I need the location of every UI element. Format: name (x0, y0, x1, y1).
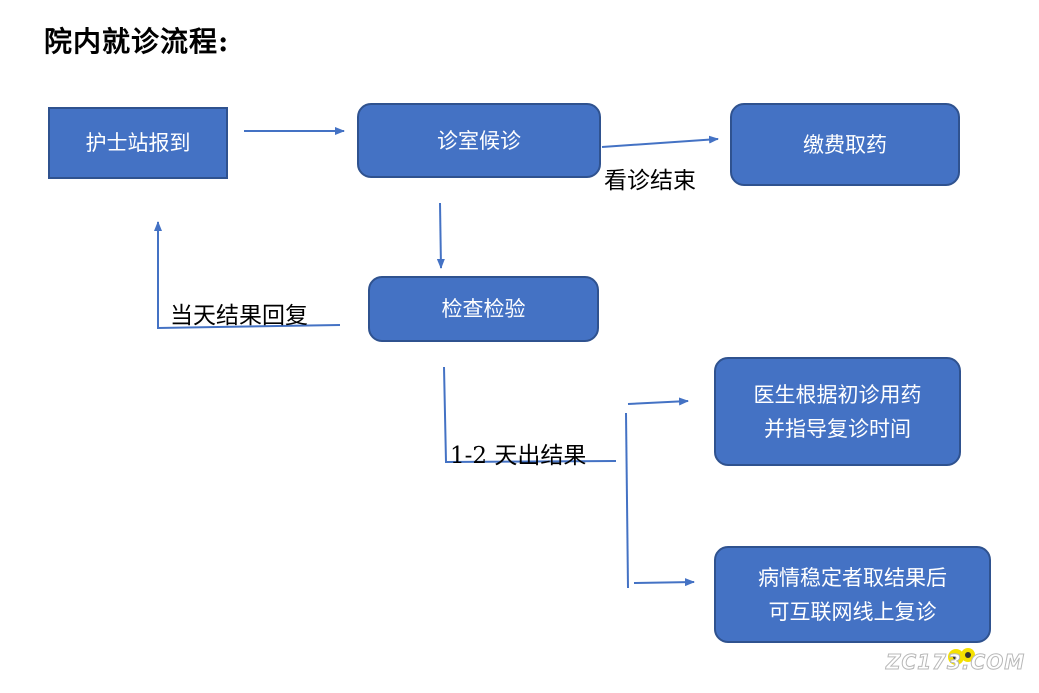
arrow-exam-to-nurse (154, 221, 341, 330)
node-nurse-station-label: 护士站报到 (85, 131, 191, 155)
arrow-waiting-to-exam (436, 202, 445, 269)
connector-exam-down (443, 366, 617, 464)
node-examination-label: 检查检验 (441, 297, 526, 321)
node-waiting: 诊室候诊 (357, 103, 601, 178)
page-title: 院内就诊流程: (44, 25, 230, 58)
node-doctor-meds-line2: 并指导复诊时间 (764, 416, 911, 441)
arrow-branch-to-online (633, 578, 695, 587)
watermark-text: ZC173.COM (885, 650, 1026, 675)
arrow-waiting-to-payment (601, 135, 719, 148)
connector-branch-vertical (625, 412, 629, 589)
node-online-followup-line1: 病情稳定者取结果后 (758, 565, 947, 590)
node-waiting-label: 诊室候诊 (437, 128, 521, 153)
arrow-branch-to-doctor (627, 397, 689, 406)
node-payment-label: 缴费取药 (803, 132, 887, 157)
node-doctor-meds-line1: 医生根据初诊用药 (753, 382, 922, 407)
edge-label-consult-end: 看诊结束 (604, 168, 696, 194)
watermark-logo-icon (948, 648, 975, 665)
node-examination: 检查检验 (368, 276, 599, 342)
node-online-followup: 病情稳定者取结果后 可互联网线上复诊 (714, 546, 991, 643)
edge-label-one-two-days: 1-2 天出结果 (450, 443, 587, 469)
edge-label-same-day: 当天结果回复 (170, 303, 308, 329)
node-payment: 缴费取药 (730, 103, 960, 186)
node-online-followup-line2: 可互联网线上复诊 (768, 599, 937, 624)
node-nurse-station: 护士站报到 (48, 107, 228, 179)
node-doctor-meds: 医生根据初诊用药 并指导复诊时间 (714, 357, 961, 466)
